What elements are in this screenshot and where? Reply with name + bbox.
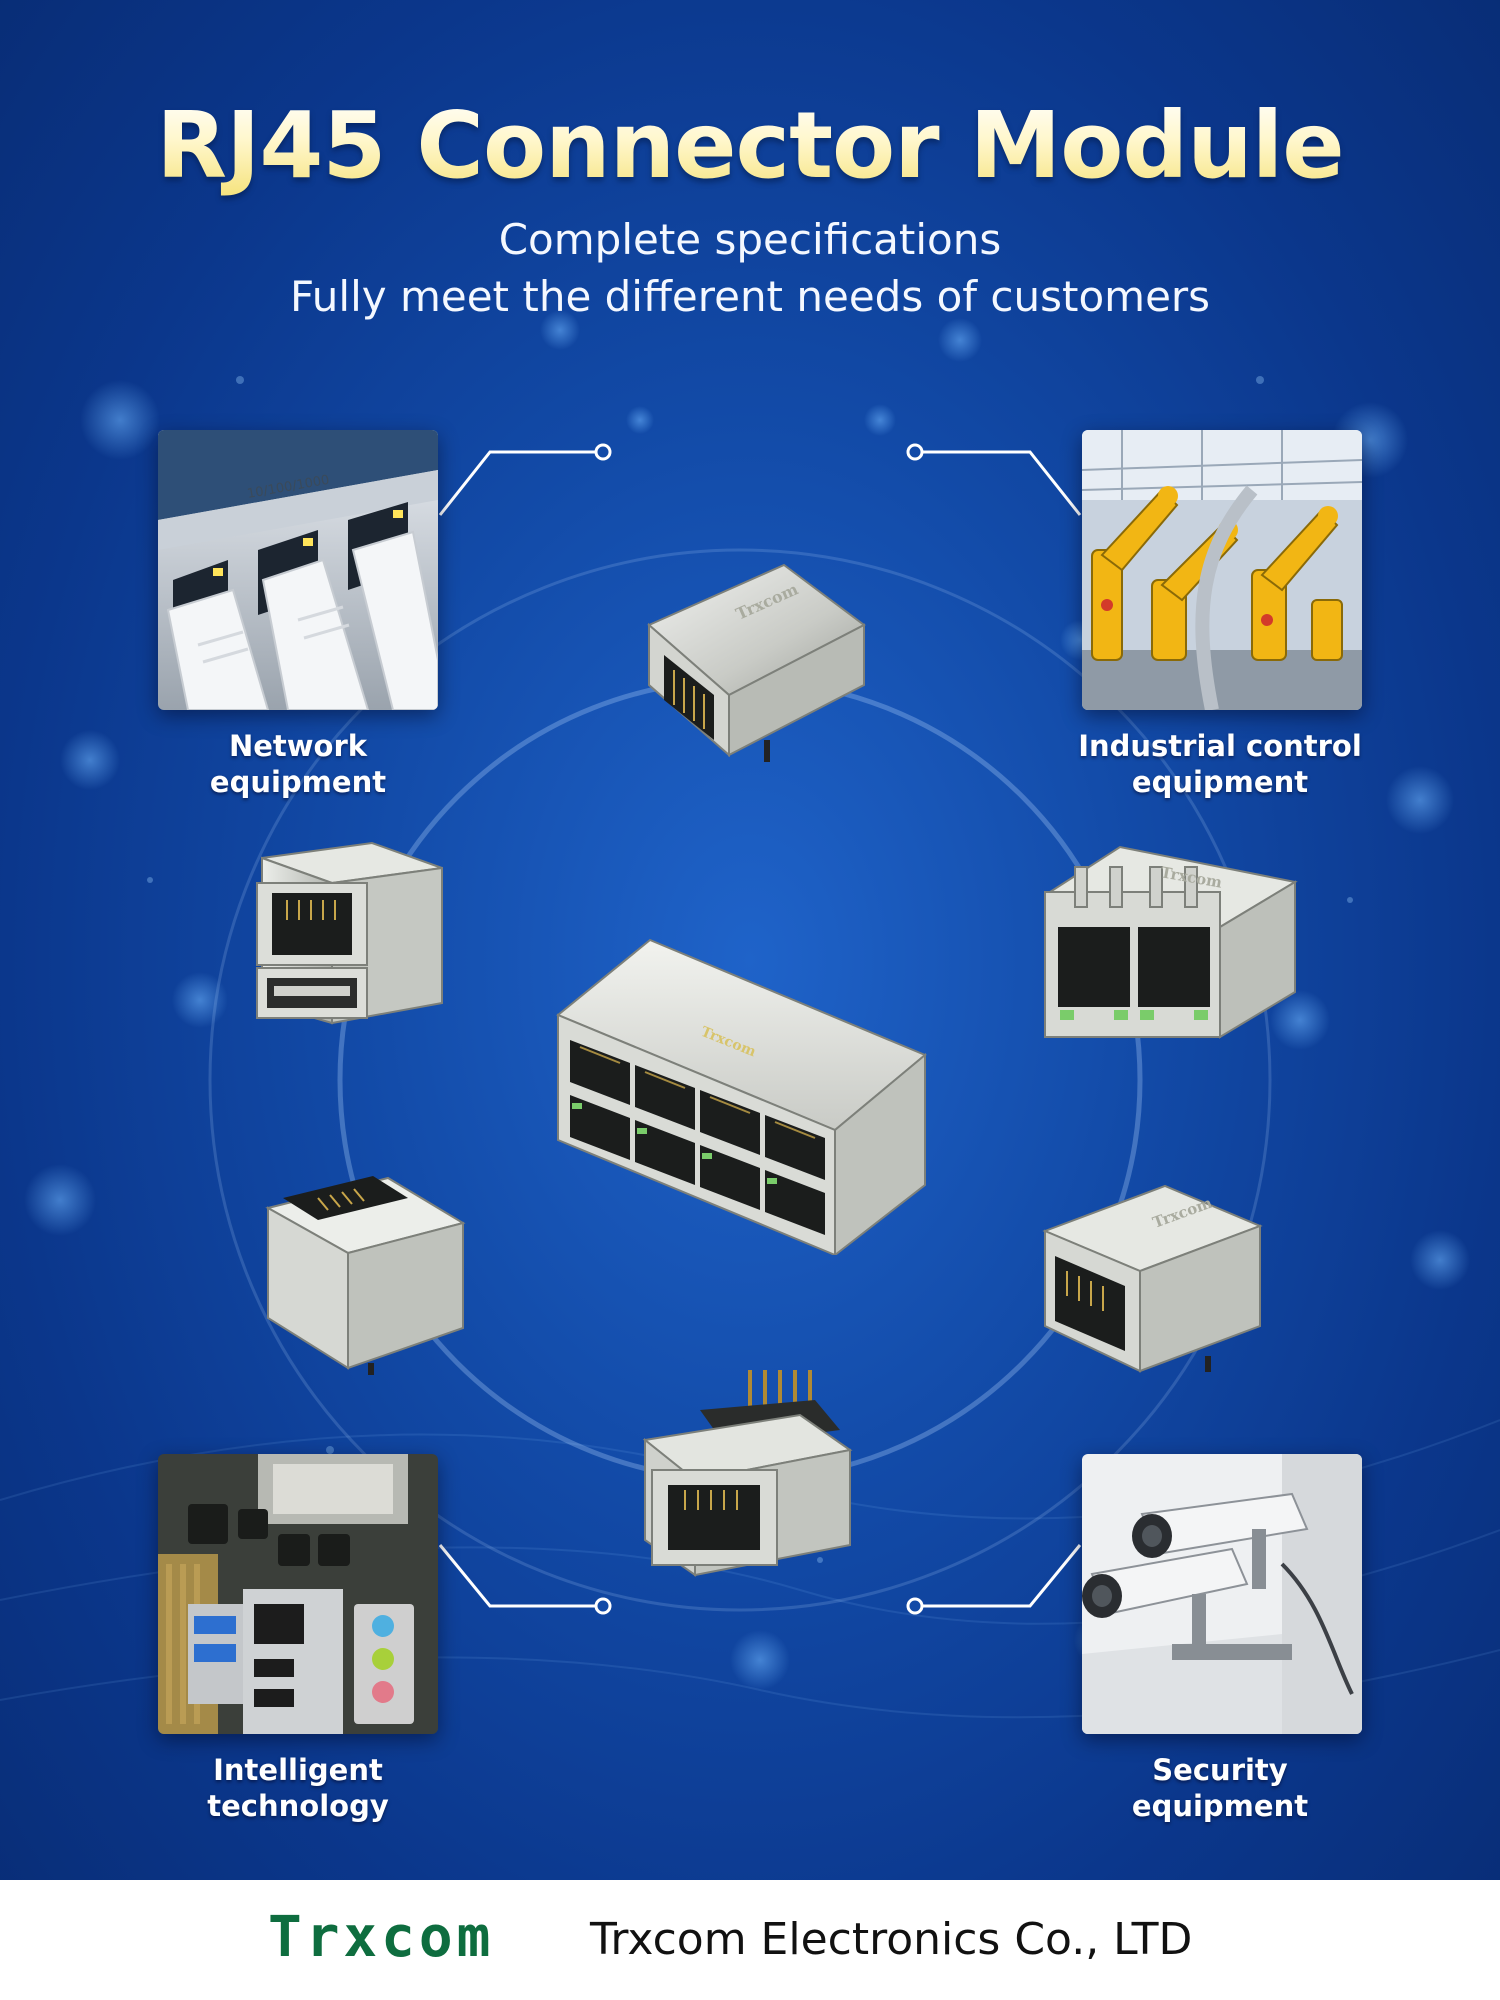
rj45-single-port-top: Trxcom	[634, 545, 874, 765]
caption-line: equipment	[1131, 1789, 1309, 1823]
page-title-shadow: RJ45 Connector Module	[0, 96, 1500, 203]
network-equipment-caption: Network equipment	[118, 728, 478, 800]
footer-bar: Trxcom Trxcom Electronics Co., LTD	[0, 1880, 1500, 2000]
intelligent-technology-caption: Intelligent technology	[118, 1752, 478, 1824]
caption-line: equipment	[209, 765, 387, 799]
rj45-dual-port: Trxcom	[1040, 842, 1300, 1042]
intelligent-technology-photo	[158, 1454, 438, 1734]
security-equipment-caption: Security equipment	[1040, 1752, 1400, 1824]
industrial-control-caption: Industrial control equipment	[1040, 728, 1400, 800]
rj45-single-port-bottom	[640, 1370, 860, 1580]
rj45-2x4-port-module: Trxcom	[550, 935, 930, 1255]
subtitle-line-1: Complete specifications	[498, 215, 1002, 264]
brand-logo: Trxcom	[268, 1905, 495, 1970]
caption-line: technology	[207, 1789, 389, 1823]
caption-line: equipment	[1131, 765, 1309, 799]
rj45-single-port-right: Trxcom	[1035, 1176, 1265, 1376]
security-equipment-photo	[1082, 1454, 1362, 1734]
rj45-single-port-left	[258, 1168, 468, 1378]
caption-line: Intelligent	[213, 1753, 383, 1787]
caption-line: Network	[228, 729, 368, 763]
rj45-usb-combo	[252, 838, 452, 1038]
subtitle-line-2: Fully meet the different needs of custom…	[289, 272, 1211, 321]
caption-line: Security	[1152, 1753, 1288, 1787]
industrial-control-photo	[1082, 430, 1362, 710]
company-name: Trxcom Electronics Co., LTD	[590, 1914, 1193, 1965]
caption-line: Industrial control	[1078, 729, 1362, 763]
network-equipment-photo: 10/100/1000	[158, 430, 438, 710]
page-title: RJ45 Connector Module	[0, 92, 1500, 199]
